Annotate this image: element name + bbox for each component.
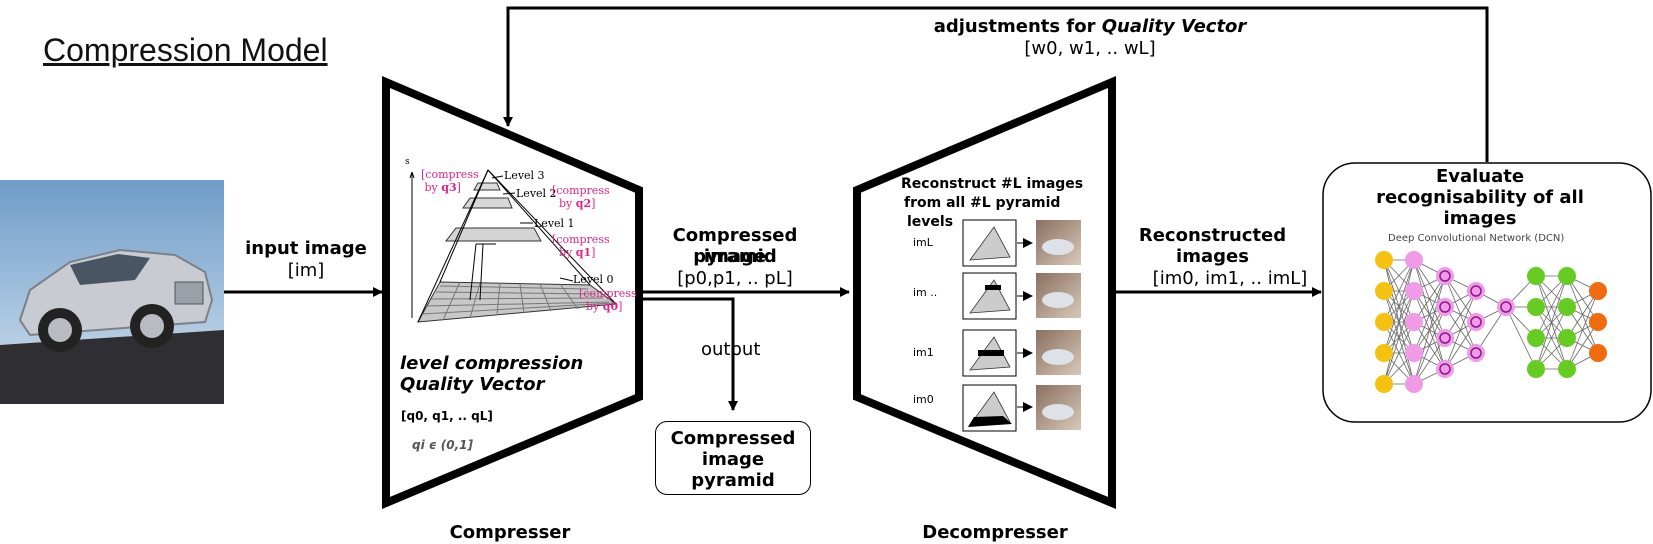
dcn-caption: Deep Convolutional Network (DCN) <box>1388 233 1565 244</box>
dcn-node <box>1467 313 1485 331</box>
dcn-node <box>1436 298 1454 316</box>
dcn-node <box>1589 344 1607 362</box>
compression-pyramid <box>409 169 618 323</box>
row-label-im-dots: im .. <box>913 286 938 299</box>
level-1-label: Level 1 <box>534 217 575 230</box>
dcn-node <box>1497 298 1515 316</box>
dcn-node <box>1375 375 1393 393</box>
feedback-var: [w0, w1, .. wL] <box>1024 38 1156 59</box>
reconstruct-desc: Reconstruct #L images from all #L pyrami… <box>901 176 1084 230</box>
dcn-node-ring <box>1500 301 1512 313</box>
qi-range: qi ϵ (0,1] <box>412 438 474 452</box>
axis-label: s <box>405 157 410 167</box>
output-label: output <box>701 339 761 360</box>
dcn-node <box>1375 313 1393 331</box>
reconstructed-var: [im0, im1, .. imL] <box>1152 268 1308 289</box>
dcn-node <box>1375 282 1393 300</box>
dcn-node <box>1527 329 1545 347</box>
dcn-node-ring <box>1439 301 1451 313</box>
dcn-node <box>1558 329 1576 347</box>
compress-q3-annotation: [compress by q3] <box>421 168 479 194</box>
compresser-name: Compresser <box>449 522 571 543</box>
dcn-node <box>1405 282 1423 300</box>
row-label-im0: im0 <box>913 393 934 406</box>
input-var: [im] <box>287 260 325 281</box>
dcn-node <box>1558 360 1576 378</box>
compress-q2-annotation: [compress by q2] <box>552 184 610 210</box>
evaluate-title: Evaluate recognisability of all images <box>1376 166 1584 229</box>
row-label-imL: imL <box>913 236 933 249</box>
feedback-arrow <box>503 6 1489 162</box>
output-arrow <box>643 297 738 411</box>
dcn-node <box>1467 344 1485 362</box>
dcn-node <box>1589 282 1607 300</box>
dcn-nodes <box>1375 251 1607 393</box>
dcn-node <box>1558 267 1576 285</box>
compress-q1-annotation: [compress by q1] <box>552 233 610 259</box>
reconstructed-label-2: images <box>1176 246 1249 267</box>
level-2-label: Level 2 <box>516 187 557 200</box>
input-car-image <box>0 180 224 404</box>
reconstruct-row-im1 <box>962 329 1081 377</box>
dcn-node <box>1527 360 1545 378</box>
reconstruct-row-imL <box>962 219 1081 267</box>
dcn-node <box>1589 313 1607 331</box>
level-0-label: Level 0 <box>573 273 614 286</box>
level-3-label: Level 3 <box>504 169 545 182</box>
dcn-node <box>1405 313 1423 331</box>
dcn-node <box>1405 344 1423 362</box>
reconstruct-row-im-dots <box>962 272 1081 320</box>
compressed-pyramid-box: Compressed image pyramid <box>655 421 811 495</box>
input-label: input image <box>245 238 367 259</box>
dcn-node <box>1436 329 1454 347</box>
pyramid-var: [p0,p1, .. pL] <box>677 268 793 289</box>
qv-line2: Quality Vector <box>400 374 545 395</box>
dcn-node <box>1405 375 1423 393</box>
dcn-node <box>1527 298 1545 316</box>
qv-line1: level compression <box>400 353 584 374</box>
level-pointer-lines <box>491 175 574 282</box>
page-title: Compression Model <box>43 32 328 68</box>
dcn-node <box>1527 267 1545 285</box>
feedback-label: adjustments for Quality Vector <box>933 16 1247 37</box>
dcn-node <box>1436 360 1454 378</box>
decompresser-name: Decompresser <box>922 522 1068 543</box>
dcn-node-ring <box>1470 316 1482 328</box>
reconstruct-rows <box>962 219 1081 432</box>
dcn-node <box>1436 267 1454 285</box>
dcn-node <box>1405 251 1423 269</box>
qv-vector: [q0, q1, .. qL] <box>401 409 493 423</box>
dcn-node <box>1558 298 1576 316</box>
compress-q0-annotation: [compress by q0] <box>579 287 637 313</box>
row-label-im1: im1 <box>913 346 934 359</box>
dcn-node-ring <box>1439 363 1451 375</box>
dcn-node <box>1375 344 1393 362</box>
dcn-node <box>1375 251 1393 269</box>
dcn-node-ring <box>1439 332 1451 344</box>
reconstructed-label-1: Reconstructed <box>1138 225 1287 246</box>
dcn-node <box>1467 282 1485 300</box>
pyramid-label-1: Compressed image <box>672 225 798 267</box>
pyramid-label-2: pyramid <box>693 246 777 267</box>
reconstruct-row-im0 <box>962 384 1081 432</box>
dcn-node-ring <box>1470 285 1482 297</box>
dcn-node-ring <box>1470 347 1482 359</box>
dcn-node-ring <box>1439 270 1451 282</box>
